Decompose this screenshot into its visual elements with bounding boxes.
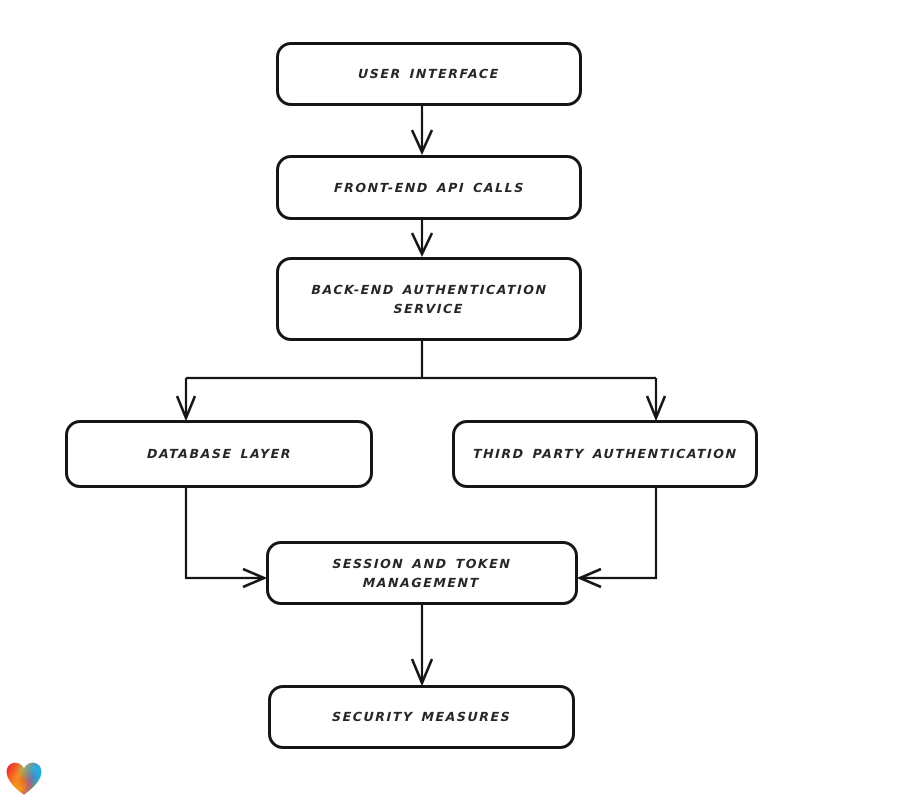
edge-session-to-security [410, 605, 434, 687]
edge-api-to-auth [410, 220, 434, 258]
node-third-party-authentication-label: Third Party Authentication [472, 446, 738, 462]
edge-database-to-session [184, 488, 268, 589]
edge-auth-to-database [175, 378, 197, 422]
node-security-measures-label: Security Measures [331, 709, 512, 725]
node-session-and-token-management-label: Session and Token Management [332, 555, 513, 590]
edge-third-party-to-session [576, 488, 658, 589]
node-frontend-api-calls-label: Front-End API Calls [333, 179, 525, 195]
heart-icon [6, 762, 42, 795]
node-backend-authentication-service[interactable]: Back-End Authentication Service [276, 257, 582, 341]
edge-auth-branch-stem [186, 341, 656, 380]
edge-auth-to-third-party [645, 378, 667, 422]
node-user-interface-label: User Interface [357, 66, 501, 82]
node-user-interface[interactable]: User Interface [276, 42, 582, 106]
edge-ui-to-api [410, 106, 434, 156]
node-security-measures[interactable]: Security Measures [268, 685, 575, 749]
node-frontend-api-calls[interactable]: Front-End API Calls [276, 155, 582, 220]
node-session-and-token-management[interactable]: Session and Token Management [266, 541, 578, 605]
node-backend-authentication-service-label: Back-End Authentication Service [310, 281, 548, 316]
node-third-party-authentication[interactable]: Third Party Authentication [452, 420, 758, 488]
node-database-layer-label: Database Layer [146, 446, 292, 462]
node-database-layer[interactable]: Database Layer [65, 420, 373, 488]
